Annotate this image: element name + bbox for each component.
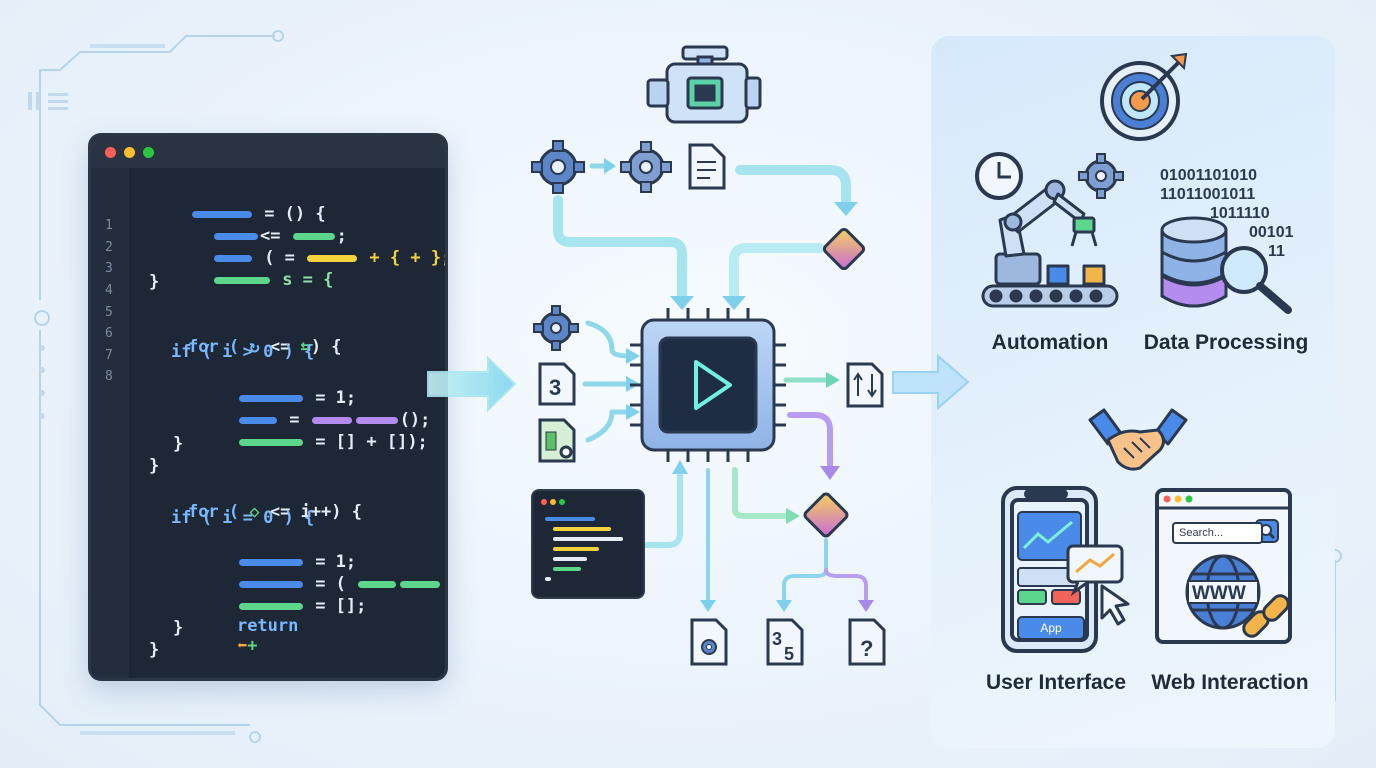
svg-text:1011110: 1011110 [1210,205,1270,222]
line-number: 8 [105,369,113,384]
target-icon [1100,52,1188,141]
processor-chip-icon [630,308,786,462]
code-line: = []; [196,576,366,636]
code-line: } [149,456,160,476]
code-line: for ( ◇ <= i++) { [187,502,362,522]
svg-text:11011001011: 11011001011 [1160,186,1255,203]
code-line: for ( ↻ <= ⇆) { [187,337,342,357]
code-line: if ( i = 0 ) { [171,508,315,528]
data-processing-label: Data Processing [1143,331,1309,354]
file-number-subtext: 5 [784,644,794,664]
gear-icon [531,140,585,194]
gear-icon [1078,153,1124,199]
automation-label: Automation [991,331,1109,354]
code-line: return ⬅+ [236,616,299,656]
line-number: 4 [105,283,113,298]
spreadsheet-file-icon [538,418,576,463]
svg-text:01001101010: 01001101010 [1160,167,1257,184]
code-line: = [] + []); [196,412,428,472]
line-number: 5 [105,305,113,320]
svg-text:00101: 00101 [1249,224,1294,241]
gear-icon [620,141,672,193]
cursor-icon [1100,584,1130,626]
output-arrow-icon [892,353,970,411]
unknown-file-icon [848,618,886,666]
document-icon [688,143,726,190]
code-editor: 1 2 3 4 5 6 7 8 = () { <= ; ( = + { + };… [91,136,445,678]
code-line: s = { [171,250,333,310]
magnifier-icon [1220,246,1292,314]
user-interface-label: User Interface [985,671,1127,694]
code-line: ( = + { + }; [171,228,445,288]
numbered-file-icon [538,362,576,406]
file-number-text: 3 [549,375,561,400]
search-input: Search... [1172,522,1263,544]
numbered-file-icon [766,618,804,666]
code-line: = ( (); [196,554,445,614]
code-line: } [173,434,184,454]
input-arrow-icon [427,355,517,413]
engine-icon [646,45,762,124]
decision-diamond-icon [822,227,866,271]
phone-icon [1001,486,1098,653]
editor-title-bar [91,136,445,168]
close-dot-icon [105,147,116,158]
binary-data-text: 01001101010 11011001011 1011110 00101 11 [1160,167,1294,260]
line-number: 6 [105,326,113,341]
mini-code-editor [533,491,643,597]
chart-bubble-icon [1066,544,1124,597]
gear-icon [533,305,579,351]
web-interaction-label: Web Interaction [1151,671,1309,694]
code-line: = 1; [196,532,356,592]
code-line: = 1; [196,368,356,428]
code-line: } [149,272,160,292]
code-line: } [149,640,160,660]
link-chain-icon [1242,594,1290,638]
app-button: App [1017,616,1085,640]
www-text: WWW [1192,583,1246,604]
gear-file-icon [690,618,728,666]
code-line: if ( i > 0 ) { [171,342,315,362]
code-line: = () { [149,184,326,244]
decision-diamond-icon [803,492,849,538]
maximize-dot-icon [143,147,154,158]
file-number-text: 3 [772,629,782,649]
clock-icon [975,152,1023,200]
code-line: = (); [196,390,430,450]
database-icon [1160,216,1228,308]
handshake-icon [1088,408,1188,471]
robot-arm-icon [981,179,1119,308]
minimize-dot-icon [124,147,135,158]
line-number: 2 [105,240,113,255]
line-number: 1 [105,218,113,233]
sort-file-icon [846,362,884,408]
code-line: } [173,618,184,638]
svg-text:11: 11 [1268,243,1285,260]
question-mark-text: ? [860,636,873,661]
line-number: 3 [105,261,113,276]
code-line: <= ; [171,206,347,266]
line-number-gutter: 1 2 3 4 5 6 7 8 [91,168,129,678]
line-number: 7 [105,348,113,363]
